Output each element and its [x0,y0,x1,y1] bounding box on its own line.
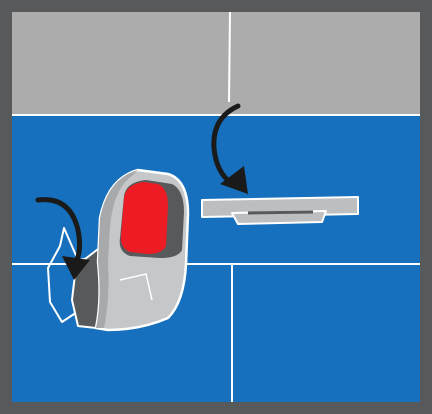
mounting-bracket-icon [201,196,359,225]
device-side-shade [96,170,138,328]
wall-mounted-device-icon [47,168,190,332]
wall-vertical-joint [228,11,231,103]
curved-arrow-down-icon [211,103,248,194]
wall-panel [12,12,420,116]
device-red-panel [120,182,168,254]
curved-arrow-down-icon [35,197,90,280]
